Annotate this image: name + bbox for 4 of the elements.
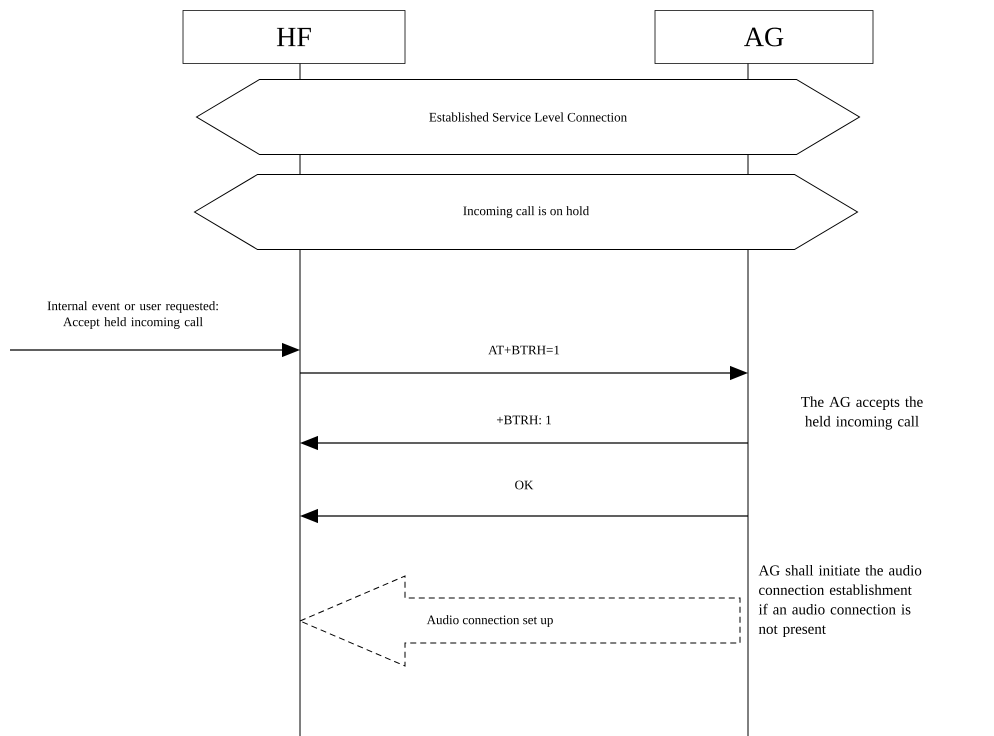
edge-label: AT+BTRH=1 [488,346,560,354]
edge-label: OK [515,480,534,490]
edge-label: +BTRH: 1 [496,416,551,424]
edge-label: Audio connection set up [426,615,553,627]
